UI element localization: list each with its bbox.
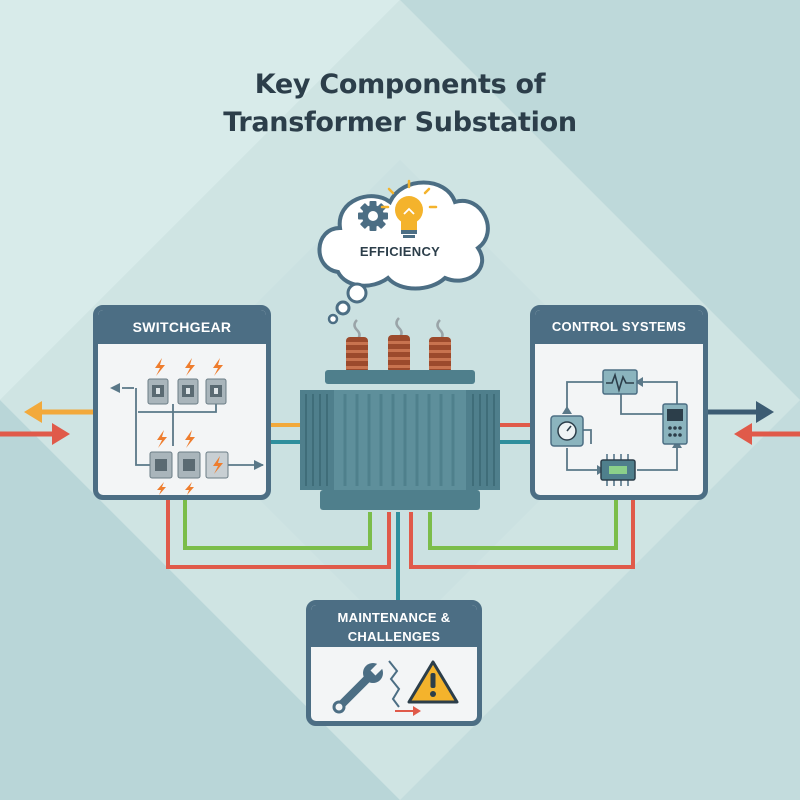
maintenance-title-line-1: MAINTENANCE & [337,610,451,625]
crack-icon [388,660,421,716]
wrench-icon [332,658,388,714]
title-line-1: Key Components of [254,69,546,100]
switchgear-diagram [110,358,264,495]
control-systems-panel: CONTROL SYSTEMS [530,305,708,500]
title-line-2: Transformer Substation [223,107,577,138]
arrow-down-icon [562,406,572,414]
maintenance-diagram [332,658,459,716]
control-panel-icon [662,403,688,445]
switchgear-title: SWITCHGEAR [98,310,266,344]
control-systems-title: CONTROL SYSTEMS [535,310,703,344]
arrow-left-icon [635,377,643,387]
control-systems-diagram [550,369,688,486]
maintenance-panel: MAINTENANCE & CHALLENGES [306,600,482,726]
breaker-icon [147,378,229,479]
maintenance-title: MAINTENANCE & CHALLENGES [311,605,477,647]
arrow-right-icon [254,460,264,470]
lightning-bolt-icon [155,358,223,495]
gauge-icon [550,415,584,447]
switchgear-panel: SWITCHGEAR [93,305,271,500]
efficiency-label: EFFICIENCY [359,244,441,259]
arrow-right-icon [413,706,421,716]
maintenance-title-line-2: CHALLENGES [347,629,441,644]
chip-icon [600,454,636,486]
warning-icon [407,660,459,704]
arrow-left-icon [110,383,120,393]
waveform-icon [602,369,638,395]
page-title: Key Components of Transformer Substation [0,66,800,142]
